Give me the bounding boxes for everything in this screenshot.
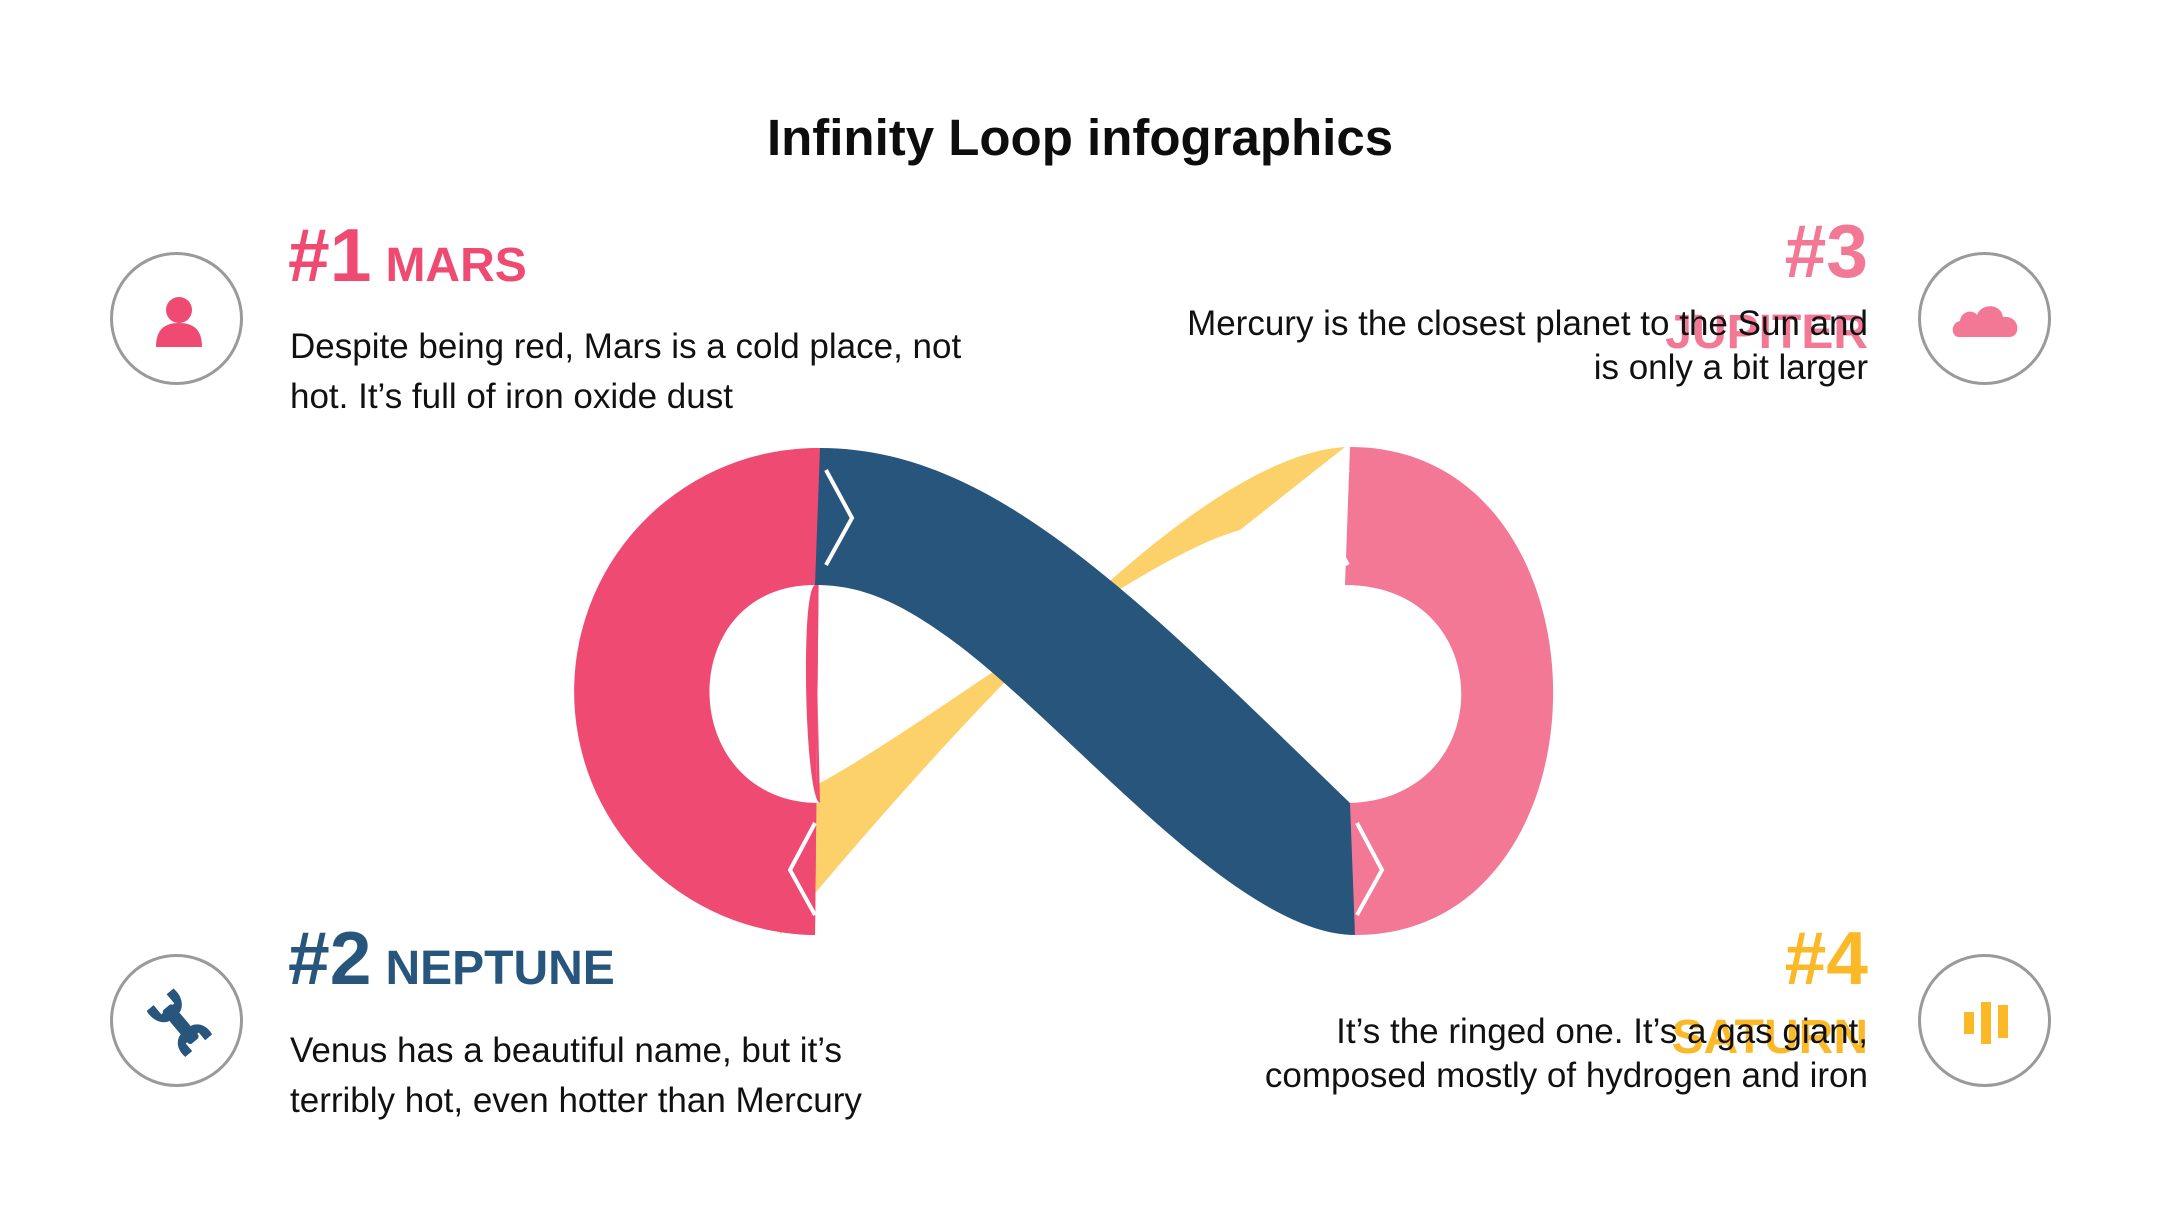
item-description-jupiter: Mercury is the closest planet to the Sun… xyxy=(1068,302,1868,390)
item-description-mars: Despite being red, Mars is a cold place,… xyxy=(290,322,1050,422)
icon-circle-neptune xyxy=(110,954,243,1087)
item-number: #4 xyxy=(1784,916,1868,1000)
item-number-jupiter: #3 xyxy=(1785,208,1868,294)
icon-circle-mars xyxy=(110,252,243,385)
description-line: terribly hot, even hotter than Mercury xyxy=(290,1081,862,1120)
icon-circle-jupiter xyxy=(1918,252,2051,385)
item-description-saturn: It’s the ringed one. It’s a gas giant, c… xyxy=(1068,1010,1868,1098)
description-line: Despite being red, Mars is a cold place,… xyxy=(290,327,962,366)
item-description-neptune: Venus has a beautiful name, but it’s ter… xyxy=(290,1026,1050,1126)
item-name-saturn: SATURN xyxy=(1671,1011,1868,1064)
item-name: MARS xyxy=(385,239,527,292)
description-line: hot. It’s full of iron oxide dust xyxy=(290,377,733,416)
description-line: is only a bit larger xyxy=(1593,348,1868,387)
description-line: Mercury is the closest planet to the Sun… xyxy=(1187,304,1868,343)
wrench-icon xyxy=(146,988,213,1057)
user-icon xyxy=(156,297,202,347)
arrow-chevron-icon xyxy=(1319,469,1350,566)
item-number: #3 xyxy=(1784,209,1868,293)
bar-chart-icon xyxy=(1964,1002,2008,1044)
item-number: #1 xyxy=(288,213,372,297)
loop-segment-navy xyxy=(815,448,1355,935)
item-number: #2 xyxy=(288,916,372,1000)
item-name-jupiter: JUPITER xyxy=(1665,306,1868,359)
cloud-icon xyxy=(1952,306,2018,337)
arrow-chevron-icon xyxy=(787,822,817,916)
description-line: Venus has a beautiful name, but it’s xyxy=(290,1031,842,1070)
arrow-chevron-icon xyxy=(824,469,855,566)
page-title: Infinity Loop infographics xyxy=(766,109,1394,166)
item-name: NEPTUNE xyxy=(385,942,615,995)
arrow-chevron-icon xyxy=(1355,822,1385,916)
icon-circle-saturn xyxy=(1918,954,2051,1087)
item-number-saturn: #4 xyxy=(1785,915,1868,1001)
loop-segment-pink xyxy=(1345,447,1554,935)
description-line: It’s the ringed one. It’s a gas giant, xyxy=(1336,1012,1868,1051)
description-line: composed mostly of hydrogen and iron xyxy=(1264,1056,1868,1095)
